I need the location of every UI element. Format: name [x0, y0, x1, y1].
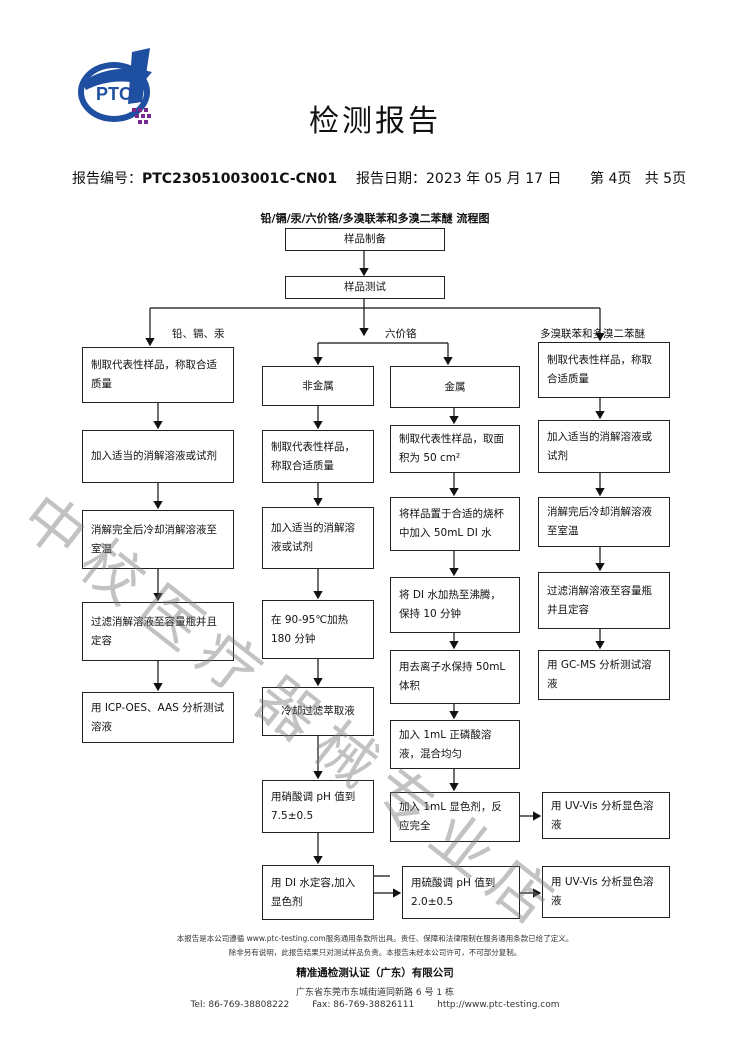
col3-step-5: 加入 1mL 正磷酸溶液，混合均匀: [390, 720, 520, 769]
col4-step-5: 用 GC-MS 分析测试溶液: [538, 650, 670, 700]
branch-label-cr6: 六价铬: [385, 328, 417, 340]
footer-contact: Tel: 86-769-38808222 Fax: 86-769-3882611…: [0, 1000, 750, 1010]
col3-step-1: 制取代表性样品，取面积为 50 cm²: [390, 425, 520, 473]
sample-prep-box: 样品制备: [285, 228, 445, 251]
col4-step-1: 制取代表性样品，称取合适质量: [538, 342, 670, 398]
col3-step-2: 将样品置于合适的烧杯中加入 50mL DI 水: [390, 497, 520, 551]
footer-fax: Fax: 86-769-38826111: [312, 1000, 415, 1010]
col2-step-6: 用 DI 水定容,加入显色剂: [262, 865, 374, 920]
uv-vis-box-2: 用 UV-Vis 分析显色溶液: [542, 866, 670, 918]
col2-step-1: 制取代表性样品，称取合适质量: [262, 430, 374, 483]
uv-vis-box-1: 用 UV-Vis 分析显色溶液: [542, 792, 670, 839]
col4-step-4: 过滤消解溶液至容量瓶并且定容: [538, 572, 670, 629]
report-date: 报告日期：2023 年 05 月 17 日: [356, 171, 562, 187]
col1-step-3: 消解完全后冷却消解溶液至室温: [82, 510, 234, 569]
col1-step-4: 过滤消解溶液至容量瓶并且定容: [82, 602, 234, 661]
col2-step-4: 冷却过滤萃取液: [262, 687, 374, 736]
col2-step-5: 用硝酸调 pH 值到 7.5±0.5: [262, 780, 374, 833]
ptc-logo: PTC: [78, 48, 152, 124]
flowchart-title: 铅/镉/汞/六价铬/多溴联苯和多溴二苯醚 流程图: [260, 212, 490, 225]
footer-tel: Tel: 86-769-38808222: [190, 1000, 290, 1010]
footer-disclaimer: 除非另有说明，此报告结果只对测试样品负责。本报告未经本公司许可，不可部分复制。: [228, 948, 522, 957]
col4-step-2: 加入适当的消解溶液或试剂: [538, 420, 670, 473]
col3-step-4: 用去离子水保持 50mL 体积: [390, 650, 520, 704]
footer-website[interactable]: http://www.ptc-testing.com: [437, 1000, 560, 1010]
col2-step-2: 加入适当的消解溶液或试剂: [262, 507, 374, 569]
nonmetal-box: 非金属: [262, 366, 374, 406]
col4-step-3: 消解完后冷却消解溶液至室温: [538, 497, 670, 547]
branch-label-pbb: 多溴联苯和多溴二苯醚: [540, 328, 645, 340]
col1-step-5: 用 ICP-OES、AAS 分析测试溶液: [82, 692, 234, 743]
logo-text: PTC: [96, 84, 132, 104]
col1-step-1: 制取代表性样品，称取合适质量: [82, 347, 234, 403]
sample-test-box: 样品测试: [285, 276, 445, 299]
page-number: 第 4页 共 5页: [590, 171, 687, 187]
col3-step-3: 将 DI 水加热至沸腾，保持 10 分钟: [390, 577, 520, 633]
page-title: 检测报告: [309, 104, 441, 139]
report-number: 报告编号：PTC23051003001C-CN01: [72, 171, 338, 187]
col1-step-2: 加入适当的消解溶液或试剂: [82, 430, 234, 483]
col3-step-6: 加入 1mL 显色剂，反应完全: [390, 792, 520, 842]
metal-box: 金属: [390, 366, 520, 408]
footer-company: 精准通检测认证（广东）有限公司: [296, 967, 454, 979]
footer-terms: 本报告是本公司遵循 www.ptc-testing.com服务通用条款所出具。责…: [176, 934, 574, 943]
col2-step-3: 在 90-95℃加热 180 分钟: [262, 600, 374, 659]
branch-label-metals: 铅、镉、汞: [172, 328, 225, 340]
footer-address: 广东省东莞市东城街道同新路 6 号 1 栋: [296, 988, 454, 998]
col3-step-7: 用硫酸调 pH 值到 2.0±0.5: [402, 866, 520, 919]
